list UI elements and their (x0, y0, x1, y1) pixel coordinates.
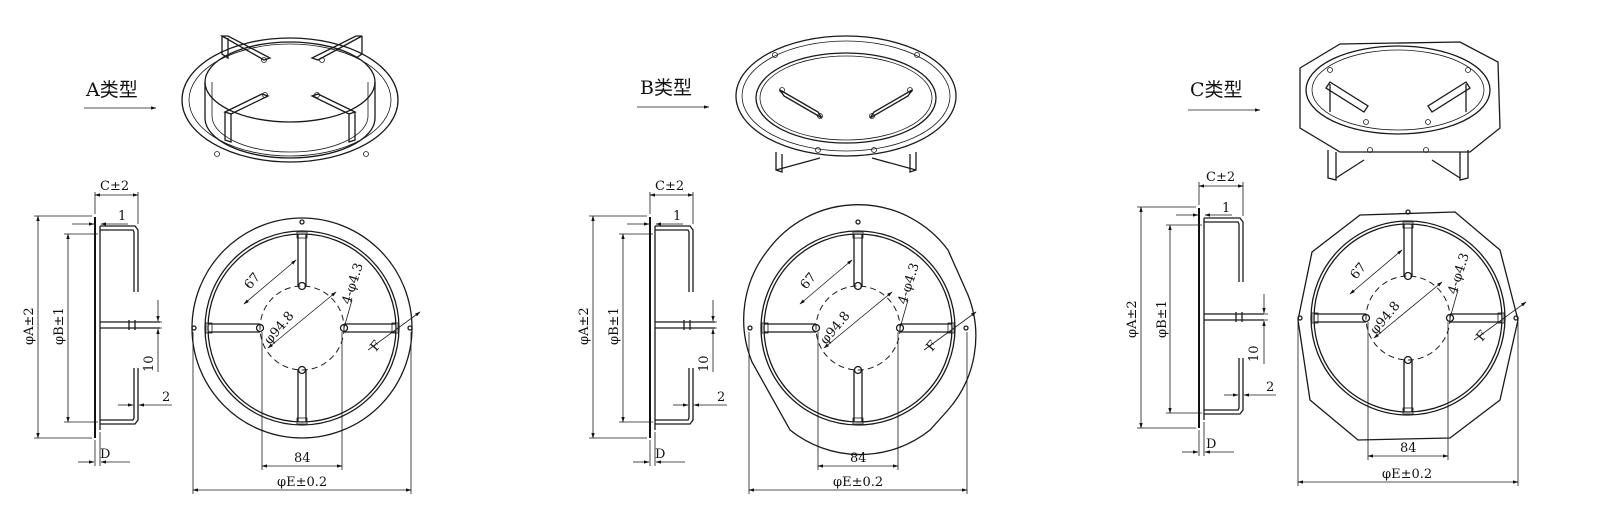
dim-e: φE±0.2 (1382, 467, 1432, 482)
dim-holes: 4-φ4.3 (340, 261, 367, 306)
type-c-title: C类型 (1190, 79, 1243, 101)
dim-2: 2 (162, 390, 170, 405)
dim-a: φA±2 (22, 307, 37, 345)
type-a-front-labels: 67 4-φ4.3 φ94.8 F 84 φE±0.2 (242, 261, 385, 490)
type-b-side-view (589, 192, 727, 466)
dim-f: F (1474, 328, 1491, 345)
type-b-front-labels: 67 4-φ4.3 φ94.8 F 84 φE±0.2 (798, 261, 941, 490)
dim-84: 84 (850, 451, 867, 466)
type-c-side-view (1137, 182, 1276, 456)
type-c-front-view (1297, 209, 1527, 486)
dim-d: D (655, 447, 665, 462)
type-c-panel: C类型 (1125, 41, 1527, 486)
dim-f: F (368, 338, 385, 355)
dim-f: F (924, 338, 941, 355)
type-a-side-labels: C±2 1 φA±2 φB±1 10 2 D (22, 179, 170, 462)
dim-b: φB±1 (52, 307, 67, 345)
type-c-front-labels: 67 4-φ4.3 φ94.8 F 84 φE±0.2 (1348, 251, 1491, 482)
type-a-isometric-view (181, 35, 399, 163)
dim-c: C±2 (1206, 170, 1235, 185)
dim-2: 2 (717, 390, 725, 405)
dim-c: C±2 (100, 179, 129, 194)
type-a-panel: A类型 (22, 35, 421, 494)
dim-10: 10 (1247, 345, 1262, 362)
type-a-front-view (191, 217, 421, 494)
dim-84: 84 (294, 451, 311, 466)
dim-b: φB±1 (1155, 300, 1170, 338)
dim-c: C±2 (655, 179, 684, 194)
dim-10: 10 (142, 355, 157, 372)
dim-10: 10 (697, 355, 712, 372)
dim-e: φE±0.2 (833, 475, 883, 490)
dim-holes: 4-φ4.3 (896, 261, 923, 306)
dim-1: 1 (673, 209, 681, 224)
type-b-title: B类型 (640, 77, 692, 99)
type-b-front-view (743, 204, 977, 494)
type-b-panel: B类型 (577, 35, 977, 494)
type-a-title: A类型 (85, 79, 138, 101)
dim-b: φB±1 (607, 307, 622, 345)
dim-1: 1 (1222, 201, 1230, 216)
type-b-isometric-view (735, 35, 957, 173)
dim-e: φE±0.2 (277, 475, 327, 490)
dim-holes: 4-φ4.3 (1446, 251, 1473, 296)
dim-67: 67 (242, 270, 264, 292)
dim-a: φA±2 (577, 307, 592, 345)
dim-d: D (1206, 437, 1216, 452)
dim-2: 2 (1266, 380, 1274, 395)
dim-67: 67 (798, 270, 820, 292)
type-c-side-labels: C±2 1 φA±2 φB±1 10 2 D (1125, 170, 1274, 452)
dim-a: φA±2 (1125, 300, 1140, 338)
dim-1: 1 (118, 209, 126, 224)
type-a-side-view (34, 192, 172, 466)
type-b-side-labels: C±2 1 φA±2 φB±1 10 2 D (577, 179, 725, 462)
dim-d: D (100, 447, 110, 462)
dim-84: 84 (1400, 441, 1417, 456)
dim-67: 67 (1348, 260, 1370, 282)
type-c-isometric-view (1299, 41, 1501, 181)
